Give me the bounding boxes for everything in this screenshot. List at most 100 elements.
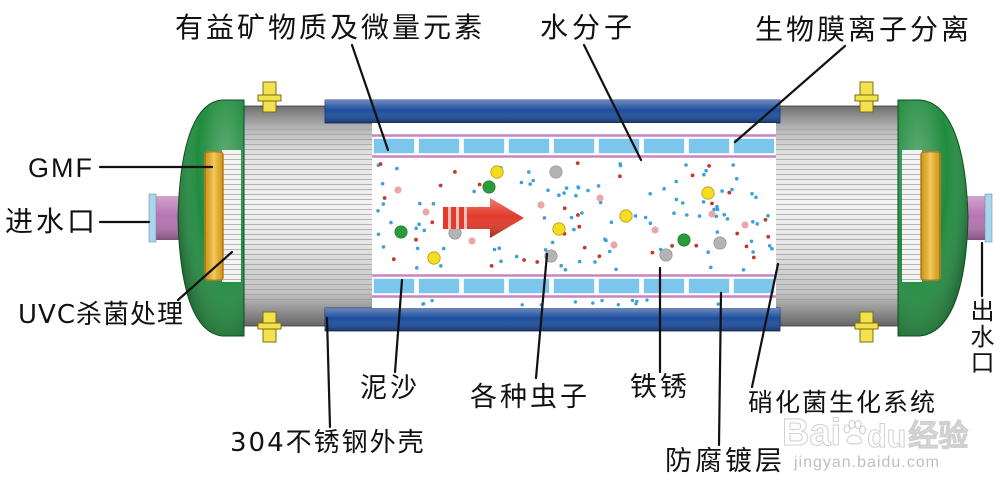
rust-dot <box>582 245 587 250</box>
water-molecule-dot <box>586 188 590 193</box>
membrane-segment <box>507 277 551 295</box>
water-molecule-dot <box>550 240 555 245</box>
water-molecule-dot <box>614 267 618 272</box>
pink-particle <box>610 241 618 249</box>
water-molecule-dot <box>706 250 710 254</box>
membrane-segment <box>462 277 506 295</box>
label-outlet: 出水口 <box>966 298 994 376</box>
rust-dot <box>477 182 482 187</box>
water-molecule-dot <box>701 200 706 204</box>
label-biofilm-separation: 生物膜离子分离 <box>755 13 973 46</box>
water-molecule-dot <box>674 179 678 184</box>
water-molecule-dot <box>576 185 581 190</box>
water-molecule-dot <box>598 200 603 205</box>
water-molecule-dot <box>720 189 724 193</box>
leader-line-water-molecules <box>582 43 643 162</box>
water-molecule-dot <box>751 220 755 224</box>
water-molecule-dot <box>573 300 578 304</box>
water-molecule-dot <box>685 213 689 217</box>
mineral-particle <box>552 222 566 236</box>
pink-particle <box>394 186 402 194</box>
rust-dot <box>670 244 674 248</box>
water-molecule-dot <box>381 245 386 249</box>
membrane-segment <box>642 137 686 155</box>
watermark-suffix: 经验 <box>908 419 969 454</box>
rust-dot <box>576 213 580 217</box>
leader-line-shell <box>325 316 332 429</box>
rust-dot <box>650 250 655 255</box>
watermark-url: jingyan.baidu.com <box>794 454 940 471</box>
water-molecule-dot <box>633 214 638 218</box>
silt-particle <box>659 248 673 262</box>
leader-line-nitrification <box>750 262 780 389</box>
rust-dot <box>735 231 740 236</box>
silt-particle <box>549 165 563 179</box>
membrane-top <box>372 134 776 158</box>
clip-bottom-left <box>257 311 282 343</box>
water-molecule-dot <box>715 230 720 234</box>
membrane-segment <box>732 277 776 295</box>
water-molecule-dot <box>591 301 595 305</box>
water-molecule-dot <box>527 170 531 174</box>
water-molecule-dot <box>643 215 648 220</box>
water-molecule-dot <box>431 201 436 206</box>
membrane-segment <box>642 277 686 295</box>
mineral-particle <box>427 251 441 265</box>
water-molecule-dot <box>569 215 574 220</box>
clip-bottom-right <box>854 311 879 343</box>
rust-dot <box>562 206 567 211</box>
rust-dot <box>744 244 749 249</box>
water-molecule-dot <box>421 302 426 306</box>
rust-dot <box>690 173 695 178</box>
label-gmf: GMF <box>28 153 94 183</box>
water-molecule-dot <box>557 193 561 197</box>
rust-dot <box>575 161 580 166</box>
shell-band-bottom <box>324 307 781 332</box>
membrane-segment <box>417 277 461 295</box>
pink-particle <box>741 221 749 229</box>
rust-dot <box>382 196 387 200</box>
water-molecule-dot <box>722 212 727 217</box>
silt-particle <box>544 249 558 263</box>
water-molecule-dot <box>472 189 476 194</box>
water-molecule-dot <box>680 201 685 205</box>
membrane-bottom <box>372 274 776 298</box>
water-molecule-dot <box>528 182 532 186</box>
water-molecule-dot <box>499 259 503 264</box>
label-uvc: UVC杀菌处理 <box>18 300 184 330</box>
leader-line-uvc <box>176 250 234 302</box>
right-end-cap <box>897 99 969 337</box>
water-molecule-dot <box>716 302 720 306</box>
water-molecule-dot <box>714 214 719 219</box>
water-molecule-dot <box>715 207 720 212</box>
water-molecule-dot <box>684 163 688 167</box>
water-molecule-dot <box>542 216 547 220</box>
water-molecule-dot <box>609 220 614 225</box>
membrane-segment <box>372 277 416 295</box>
pink-particle <box>537 201 545 209</box>
clip-top-right <box>854 81 879 113</box>
water-molecule-dot <box>770 246 774 251</box>
water-molecule-dot <box>766 213 770 218</box>
water-molecule-dot <box>648 192 652 196</box>
label-water-molecules: 水分子 <box>540 11 637 44</box>
water-molecule-dot <box>734 176 739 181</box>
water-molecule-dot <box>607 249 612 254</box>
label-coating: 防腐镀层 <box>665 446 785 477</box>
pink-particle <box>596 194 604 202</box>
membrane-segment <box>462 137 506 155</box>
water-molecule-dot <box>380 181 385 186</box>
particles <box>376 161 774 307</box>
rust-dot <box>727 190 732 195</box>
water-molecule-dot <box>514 254 519 259</box>
water-molecule-dot <box>715 204 719 209</box>
shell-band-top <box>324 99 781 124</box>
rust-dot <box>763 217 768 222</box>
membrane-segment <box>507 137 551 155</box>
label-insects: 各种虫子 <box>470 382 590 413</box>
water-molecule-dot <box>709 265 713 270</box>
right-filter-body <box>773 105 907 327</box>
watermark-brand-right: du <box>867 418 907 454</box>
label-silt: 泥沙 <box>360 373 420 404</box>
water-molecule-dot <box>414 226 419 231</box>
